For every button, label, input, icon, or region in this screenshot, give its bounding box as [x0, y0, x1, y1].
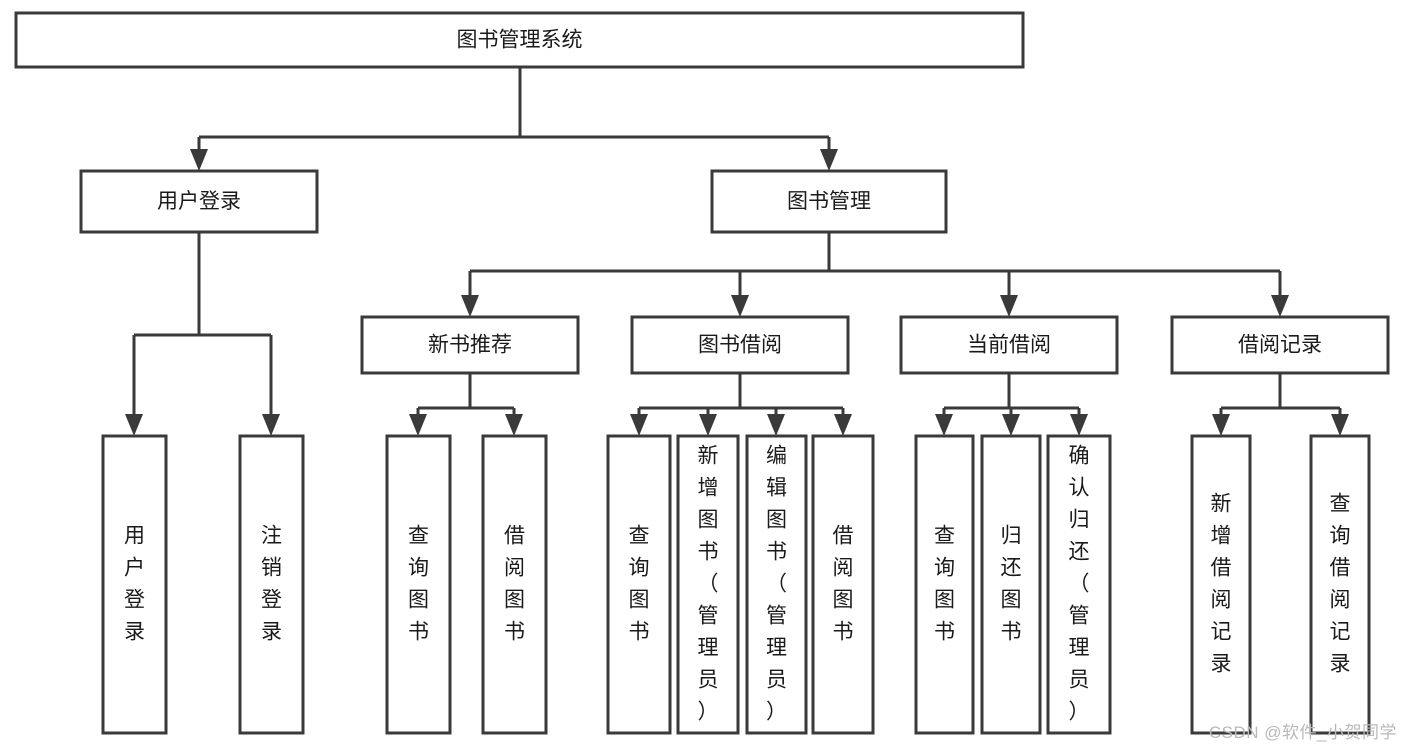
connector-arrowhead: [834, 414, 852, 436]
node-label: 查询图书: [629, 525, 650, 644]
node-box[interactable]: [606, 434, 672, 735]
connector-arrowhead: [190, 149, 208, 171]
node-box[interactable]: [745, 434, 808, 735]
connector-current-borrow: [935, 373, 1088, 436]
node-box[interactable]: [385, 434, 452, 735]
node-user-login[interactable]: 用户登录: [79, 169, 319, 234]
node-leaf-return-book[interactable]: 归还图书: [980, 434, 1042, 735]
node-label: 用户登录: [157, 190, 241, 213]
node-leaf-confirm-return[interactable]: 确认归还（管理员）: [1046, 434, 1112, 735]
node-leaf-user-login[interactable]: 用户登录: [101, 434, 168, 735]
connector-arrowhead: [820, 149, 838, 171]
node-box[interactable]: [79, 169, 319, 234]
connector-arrowhead: [1070, 414, 1088, 436]
node-leaf-query-book-recommend[interactable]: 查询图书: [385, 434, 452, 735]
node-current-borrow[interactable]: 当前借阅: [899, 315, 1119, 375]
node-box[interactable]: [360, 315, 580, 375]
node-box[interactable]: [101, 434, 168, 735]
nodes-layer: 图书管理系统用户登录图书管理新书推荐图书借阅当前借阅借阅记录用户登录注销登录查询…: [14, 11, 1390, 735]
connector-arrowhead: [630, 414, 648, 436]
connector-arrowhead: [1002, 414, 1020, 436]
node-box[interactable]: [238, 434, 305, 735]
connector-arrowhead: [125, 414, 143, 436]
node-label: 用户登录: [124, 525, 145, 644]
connector-arrowhead: [1212, 414, 1230, 436]
node-box[interactable]: [710, 169, 948, 234]
watermark-label: CSDN @软件_小贺同学: [1208, 723, 1397, 742]
node-label: 编辑图书（管理员）: [766, 445, 787, 724]
connector-root: [190, 67, 838, 171]
connector-arrowhead: [699, 414, 717, 436]
connector-arrowhead: [262, 414, 280, 436]
node-label: 借阅图书: [833, 525, 854, 644]
node-root[interactable]: 图书管理系统: [14, 11, 1025, 69]
node-label: 查询借阅记录: [1330, 493, 1351, 676]
node-new-book-recommend[interactable]: 新书推荐: [360, 315, 580, 375]
node-leaf-add-book[interactable]: 新增图书（管理员）: [676, 434, 740, 735]
connector-new-book-recommend: [409, 373, 523, 436]
node-box[interactable]: [914, 434, 975, 735]
node-label: 归还图书: [1001, 525, 1022, 644]
connector-arrowhead: [505, 414, 523, 436]
node-label: 新增借阅记录: [1211, 493, 1232, 676]
connector-arrowhead: [409, 414, 427, 436]
node-borrow-record[interactable]: 借阅记录: [1170, 315, 1390, 375]
node-box[interactable]: [676, 434, 740, 735]
node-label: 新书推荐: [428, 334, 512, 357]
connector-arrowhead: [731, 295, 749, 317]
node-leaf-add-borrow-record[interactable]: 新增借阅记录: [1190, 434, 1252, 735]
node-label: 查询图书: [934, 525, 955, 644]
connector-user-login: [125, 232, 280, 436]
node-box[interactable]: [811, 434, 875, 735]
node-leaf-query-borrow-record[interactable]: 查询借阅记录: [1309, 434, 1371, 735]
connectors-layer: [125, 67, 1349, 436]
node-leaf-query-book-borrow[interactable]: 查询图书: [606, 434, 672, 735]
connector-arrowhead: [767, 414, 785, 436]
node-box[interactable]: [1309, 434, 1371, 735]
node-box[interactable]: [1170, 315, 1390, 375]
node-label: 借阅记录: [1238, 334, 1322, 357]
node-label: 图书管理系统: [457, 29, 583, 52]
node-box[interactable]: [630, 315, 850, 375]
connector-arrowhead: [461, 295, 479, 317]
connector-borrow-record: [1212, 373, 1349, 436]
node-label: 新增图书（管理员）: [698, 445, 719, 724]
node-box[interactable]: [980, 434, 1042, 735]
node-label: 图书管理: [787, 190, 871, 213]
node-leaf-borrow-book-recommend[interactable]: 借阅图书: [481, 434, 548, 735]
node-book-borrow[interactable]: 图书借阅: [630, 315, 850, 375]
node-leaf-edit-book[interactable]: 编辑图书（管理员）: [745, 434, 808, 735]
node-leaf-query-book-current[interactable]: 查询图书: [914, 434, 975, 735]
node-label: 图书借阅: [698, 334, 782, 357]
node-label: 当前借阅: [967, 334, 1051, 357]
node-box[interactable]: [481, 434, 548, 735]
node-box[interactable]: [1046, 434, 1112, 735]
connector-arrowhead: [935, 414, 953, 436]
node-box[interactable]: [899, 315, 1119, 375]
connector-book-borrow: [630, 373, 852, 436]
connector-arrowhead: [1331, 414, 1349, 436]
node-label: 注销登录: [261, 525, 282, 644]
node-label: 确认归还（管理员）: [1069, 445, 1090, 724]
node-label: 查询图书: [408, 525, 429, 644]
node-box[interactable]: [1190, 434, 1252, 735]
node-label: 借阅图书: [504, 525, 525, 644]
node-leaf-borrow-book[interactable]: 借阅图书: [811, 434, 875, 735]
node-leaf-user-logout[interactable]: 注销登录: [238, 434, 305, 735]
connector-arrowhead: [1000, 295, 1018, 317]
connector-book-manage: [461, 232, 1289, 317]
node-book-manage[interactable]: 图书管理: [710, 169, 948, 234]
connector-arrowhead: [1271, 295, 1289, 317]
node-box[interactable]: [14, 11, 1025, 69]
